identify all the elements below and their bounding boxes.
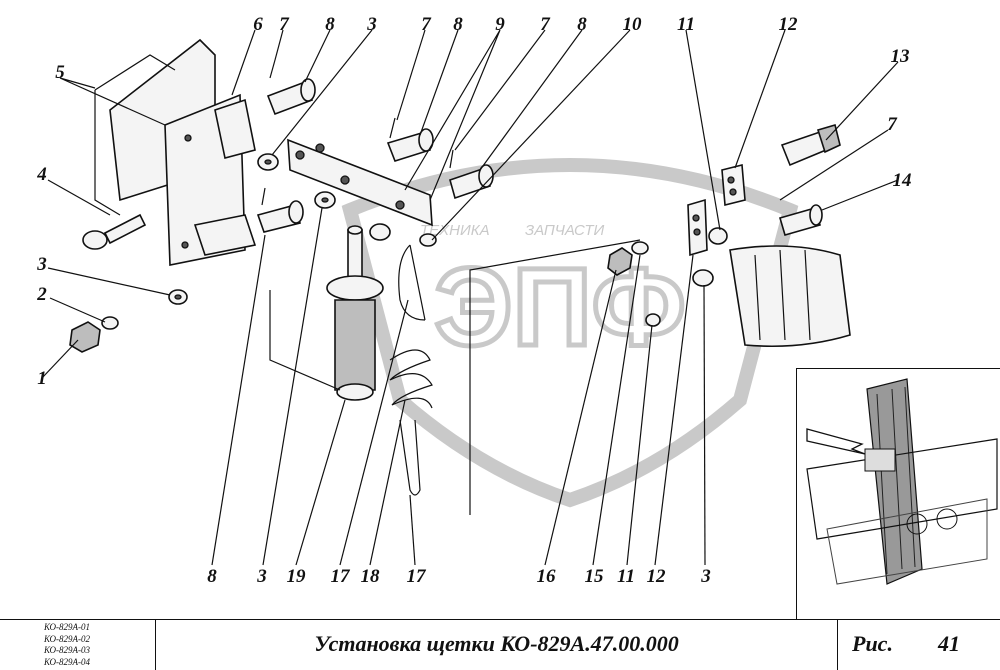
callout-number: 8 bbox=[577, 14, 587, 35]
callout-number: 5 bbox=[55, 62, 65, 83]
watermark-logo-letters: ЭПФ bbox=[434, 246, 685, 369]
title-block: КО-829А-01 КО-829А-02 КО-829А-03 КО-829А… bbox=[0, 619, 1000, 670]
callout-number: 3 bbox=[700, 566, 711, 587]
figure-caption: Установка щетки КО-829А.47.00.000 bbox=[156, 620, 838, 670]
figure-label: Рис. bbox=[852, 631, 893, 656]
callout-number: 18 bbox=[361, 566, 381, 587]
callout-number: 7 bbox=[421, 14, 432, 35]
callout-number: 15 bbox=[585, 566, 605, 587]
callout-number: 12 bbox=[647, 566, 667, 587]
callout-number: 16 bbox=[537, 566, 557, 587]
callout-number: 10 bbox=[623, 14, 643, 35]
model-item: КО-829А-01 bbox=[44, 622, 91, 632]
mounting-plate bbox=[164, 93, 257, 266]
model-item: КО-829А-04 bbox=[44, 656, 91, 667]
watermark-logo: ТЕХНИКА ЗАПЧАСТИ ЭПФ bbox=[341, 157, 799, 508]
callout-number: 4 bbox=[36, 164, 47, 185]
cylinder-assembly bbox=[326, 225, 384, 401]
pins-and-cotters bbox=[256, 59, 494, 233]
callout-number: 8 bbox=[207, 566, 217, 587]
inset-sketch bbox=[806, 378, 998, 585]
callout-number: 3 bbox=[366, 14, 377, 35]
nut-and-washers bbox=[69, 289, 188, 353]
model-item: КО-829А-02 bbox=[44, 633, 91, 644]
callout-number: 12 bbox=[779, 14, 799, 35]
callout-number: 8 bbox=[325, 14, 335, 35]
callout-number: 11 bbox=[677, 14, 695, 35]
brush-holder-assembly bbox=[607, 123, 851, 348]
callout-number: 11 bbox=[617, 566, 635, 587]
callout-number: 3 bbox=[36, 254, 47, 275]
figure-reference: Рис. 41 bbox=[838, 620, 1000, 670]
pin-with-ring bbox=[82, 213, 147, 250]
watermark-text-right: ЗАПЧАСТИ bbox=[525, 222, 604, 239]
callout-number: 1 bbox=[37, 368, 47, 389]
figure-number: 41 bbox=[938, 631, 960, 656]
callout-number: 7 bbox=[540, 14, 551, 35]
callout-number: 8 bbox=[453, 14, 463, 35]
callout-number: 3 bbox=[256, 566, 267, 587]
link-bar bbox=[287, 138, 433, 227]
location-inset bbox=[796, 368, 1000, 619]
model-item: КО-829А-03 bbox=[44, 645, 91, 655]
leader-lines bbox=[41, 29, 899, 566]
callout-number: 9 bbox=[495, 14, 505, 35]
callout-number: 19 bbox=[287, 566, 307, 587]
callout-number: 2 bbox=[36, 284, 47, 305]
callout-number: 17 bbox=[331, 566, 352, 587]
model-list: КО-829А-01 КО-829А-02 КО-829А-03 КО-829А… bbox=[0, 620, 156, 670]
springs bbox=[389, 244, 433, 496]
washers bbox=[257, 153, 728, 327]
callout-number: 14 bbox=[893, 170, 912, 191]
callout-number: 7 bbox=[887, 114, 898, 135]
callout-number: 6 bbox=[253, 14, 263, 35]
arrow-icon bbox=[806, 428, 866, 455]
callout-number: 13 bbox=[891, 46, 910, 67]
callout-number: 7 bbox=[279, 14, 290, 35]
callout-number: 17 bbox=[407, 566, 428, 587]
